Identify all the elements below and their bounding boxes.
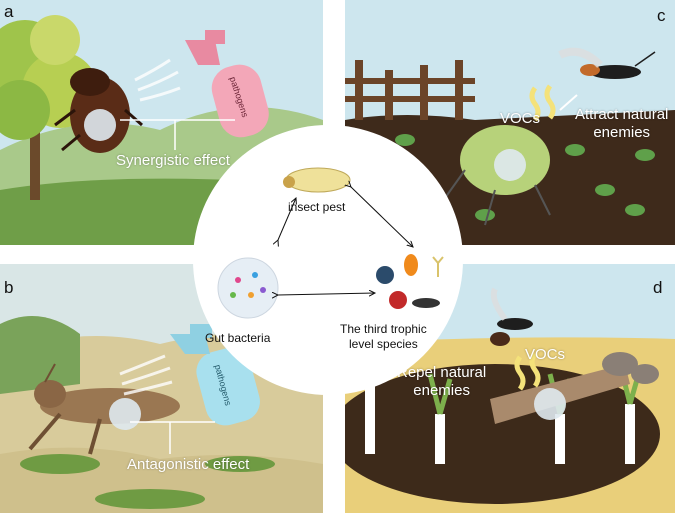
repel-line-2: enemies <box>413 382 470 399</box>
panel-b: b Antagonistic effect pathogens <box>0 264 323 513</box>
spray-lines <box>119 354 173 396</box>
panel-label-b: b <box>4 278 14 297</box>
voc-wavy-lines <box>529 84 556 122</box>
bacteria-dots <box>230 272 266 298</box>
center-illustration <box>217 167 444 319</box>
attract-line-1: Attract natural <box>575 106 669 123</box>
repel-line-1: Repel natural <box>397 364 487 381</box>
panel-label-a: a <box>4 2 14 21</box>
attract-natural-enemies-label: Attract natural enemies <box>575 106 668 142</box>
arrow-pest-third <box>351 187 413 247</box>
panel-label-d: d <box>653 278 663 297</box>
third-trophic-line-2: level species <box>349 337 418 351</box>
arrow-bacteria-third <box>278 293 375 295</box>
third-trophic-label: The third trophic level species <box>340 322 427 352</box>
tree-trunk <box>30 120 40 200</box>
parasitoid-icon <box>412 298 440 308</box>
arrow-bacteria-pest <box>278 198 296 240</box>
gut-bacteria-dish-icon <box>217 257 279 319</box>
panel-b-illustration <box>0 264 323 513</box>
larva-icon <box>283 167 351 193</box>
gut-bacteria-icon <box>494 149 526 181</box>
nematode-icon <box>432 256 444 277</box>
ladybug-icon <box>389 291 407 309</box>
panel-label-c: c <box>657 6 666 25</box>
soil-patch <box>345 364 660 504</box>
gut-bacteria-label: Gut bacteria <box>205 331 271 345</box>
attract-arrow <box>559 94 578 111</box>
grass-tufts <box>20 454 275 509</box>
vocs-label-c: VOCs <box>500 110 541 127</box>
bushes <box>0 316 80 394</box>
fungus-icon <box>404 254 418 276</box>
third-trophic-icons <box>376 254 444 309</box>
spray-bottle-icon <box>170 324 260 426</box>
vocs-label-d: VOCs <box>525 346 566 363</box>
insect-pest-label: insect pest <box>288 200 346 214</box>
spray-lines <box>134 58 181 102</box>
aphid-icon <box>439 125 551 226</box>
attract-line-2: enemies <box>593 124 651 141</box>
wasp-icon <box>558 47 656 79</box>
gut-bacteria-icon <box>534 388 566 420</box>
voc-wavy-lines <box>514 352 541 391</box>
beetle-icon <box>54 68 143 153</box>
repel-natural-enemies-label: Repel natural enemies <box>397 364 486 400</box>
fence-icon <box>345 60 475 120</box>
gut-bacteria-icon <box>109 398 141 430</box>
plant-leaves <box>395 134 655 221</box>
moth-icon <box>490 364 630 424</box>
spray-bottle-icon <box>185 30 269 138</box>
wasp-icon <box>490 287 533 346</box>
gut-bacteria-icon <box>84 109 116 141</box>
synergistic-effect-label: Synergistic effect <box>116 152 230 169</box>
third-trophic-line-1: The third trophic <box>340 322 427 336</box>
center-circle: insect pest Gut bacteria The third troph… <box>193 125 463 395</box>
virus-icon <box>376 266 394 284</box>
rocks <box>602 352 659 384</box>
antagonistic-effect-label: Antagonistic effect <box>127 456 250 473</box>
